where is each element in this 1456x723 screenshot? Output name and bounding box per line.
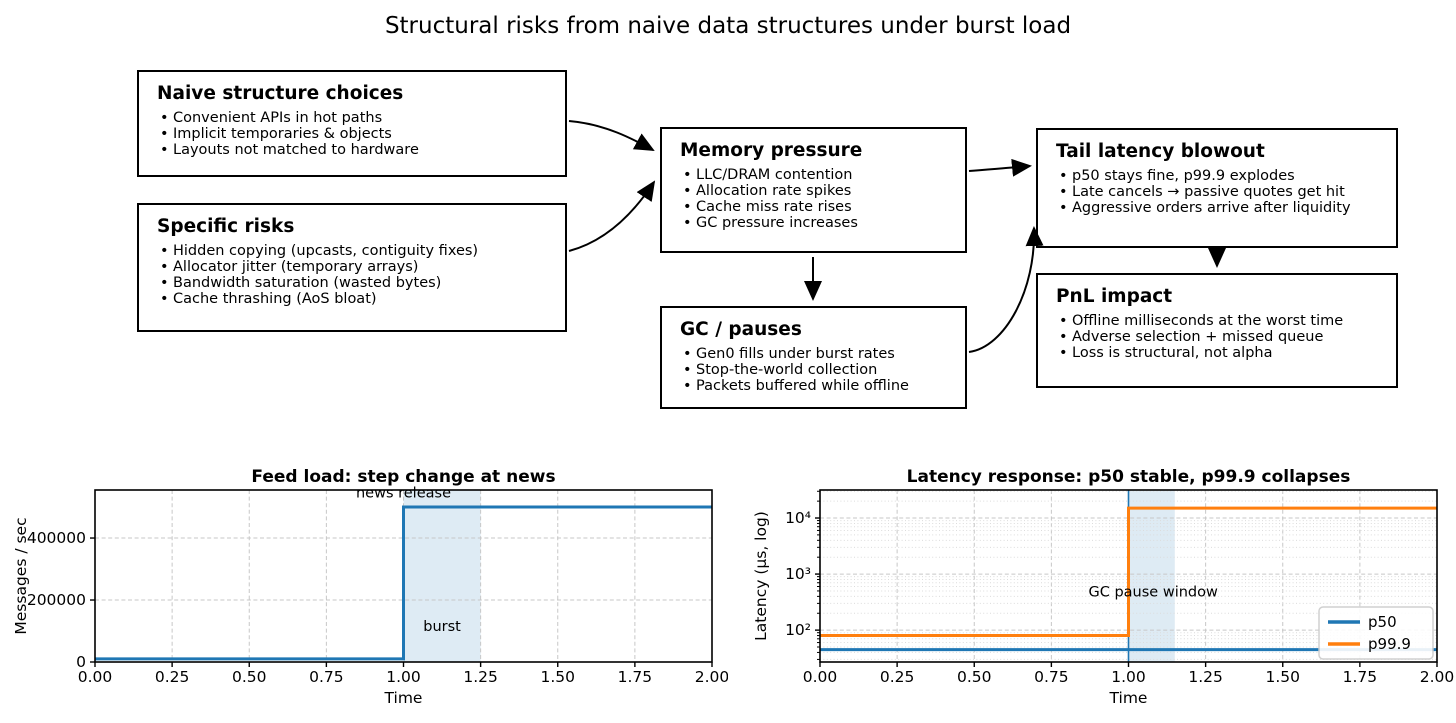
shaded-band <box>1128 490 1175 662</box>
svg-text:1.75: 1.75 <box>618 668 653 686</box>
y-axis-label: Messages / sec <box>12 517 30 634</box>
bullet-item: Stop-the-world collection <box>680 362 947 379</box>
svg-text:2.00: 2.00 <box>695 668 728 686</box>
svg-text:1.50: 1.50 <box>540 668 575 686</box>
svg-text:200000: 200000 <box>27 591 86 609</box>
bullet-item: LLC/DRAM contention <box>680 167 947 184</box>
bullet-list: LLC/DRAM contention Allocation rate spik… <box>680 167 947 232</box>
svg-text:0.25: 0.25 <box>880 668 915 686</box>
svg-text:10²: 10² <box>785 621 811 639</box>
flow-box-specific-risks: Specific risks Hidden copying (upcasts, … <box>137 203 567 332</box>
svg-text:2.00: 2.00 <box>1420 668 1455 686</box>
flow-box-memory-pressure: Memory pressure LLC/DRAM contention Allo… <box>660 127 967 253</box>
bullet-list: Gen0 fills under burst rates Stop-the-wo… <box>680 346 947 395</box>
svg-text:1.75: 1.75 <box>1343 668 1378 686</box>
bullet-item: Packets buffered while offline <box>680 378 947 395</box>
bullet-item: Late cancels → passive quotes get hit <box>1056 184 1378 201</box>
bullet-item: Allocator jitter (temporary arrays) <box>157 259 547 276</box>
chart-title: Latency response: p50 stable, p99.9 coll… <box>907 467 1351 487</box>
arrow-specific-to-memory <box>568 180 656 252</box>
bullet-item: p50 stays fine, p99.9 explodes <box>1056 168 1378 185</box>
bullet-item: Hidden copying (upcasts, contiguity fixe… <box>157 243 547 260</box>
feed-load-chart: news release burst 0.00 0.25 0.50 0.75 1.00 1.2… <box>12 467 728 707</box>
box-title: Specific risks <box>157 216 295 237</box>
svg-text:1.50: 1.50 <box>1265 668 1300 686</box>
bullet-item: Cache miss rate rises <box>680 199 947 216</box>
box-title: Memory pressure <box>680 140 863 161</box>
arrow-memory-to-tail <box>968 158 1032 177</box>
flow-box-gc-pauses: GC / pauses Gen0 fills under burst rates… <box>660 306 967 409</box>
svg-text:1.00: 1.00 <box>1111 668 1146 686</box>
bullet-item: Implicit temporaries & objects <box>157 126 547 143</box>
bullet-list: Offline milliseconds at the worst time A… <box>1056 313 1378 362</box>
svg-text:400000: 400000 <box>27 529 86 547</box>
bullet-item: Adverse selection + missed queue <box>1056 329 1378 346</box>
box-title: GC / pauses <box>680 319 802 340</box>
bullet-list: Hidden copying (upcasts, contiguity fixe… <box>157 243 547 308</box>
legend-box <box>1318 606 1434 660</box>
svg-text:1.00: 1.00 <box>386 668 421 686</box>
svg-text:0.75: 0.75 <box>309 668 344 686</box>
svg-text:0.50: 0.50 <box>232 668 267 686</box>
svg-text:0.00: 0.00 <box>78 668 113 686</box>
bullet-item: Layouts not matched to hardware <box>157 142 547 159</box>
bullet-item: Convenient APIs in hot paths <box>157 110 547 127</box>
arrow-gc-to-tail <box>968 226 1044 353</box>
svg-text:0: 0 <box>76 653 86 671</box>
chart-title: Feed load: step change at news <box>251 467 555 487</box>
annotation: news release <box>356 486 451 502</box>
y-axis-label: Latency (μs, log) <box>752 511 770 641</box>
svg-text:0.50: 0.50 <box>957 668 992 686</box>
bullet-item: Gen0 fills under burst rates <box>680 346 947 363</box>
box-title: PnL impact <box>1056 286 1173 307</box>
bullet-list: Convenient APIs in hot paths Implicit te… <box>157 110 547 159</box>
box-title: Naive structure choices <box>157 83 404 104</box>
legend-label: p99.9 <box>1368 635 1411 653</box>
svg-text:0.25: 0.25 <box>155 668 190 686</box>
latency-chart: GC pause window 0.00 0.25 0.50 0.75 1.00 1.25 1… <box>752 467 1455 707</box>
bullet-item: Aggressive orders arrive after liquidity <box>1056 200 1378 217</box>
flow-box-pnl-impact: PnL impact Offline milliseconds at the w… <box>1036 273 1398 388</box>
page-title: Structural risks from naive data structu… <box>384 13 1072 39</box>
svg-text:0.00: 0.00 <box>803 668 838 686</box>
bullet-list: p50 stays fine, p99.9 explodes Late canc… <box>1056 168 1378 217</box>
arrow-naive-to-memory <box>568 120 655 151</box>
series-messages_per_sec <box>95 505 712 661</box>
bullet-item: Loss is structural, not alpha <box>1056 345 1378 362</box>
bullet-item: Offline milliseconds at the worst time <box>1056 313 1378 330</box>
svg-text:10³: 10³ <box>785 565 811 583</box>
x-axis-label: Time <box>384 689 423 707</box>
svg-text:1.25: 1.25 <box>1188 668 1223 686</box>
annotation: burst <box>423 619 461 635</box>
bullet-item: Allocation rate spikes <box>680 183 947 200</box>
x-axis-label: Time <box>1109 689 1148 707</box>
legend-label: p50 <box>1368 613 1397 631</box>
bullet-item: GC pressure increases <box>680 215 947 232</box>
annotation: GC pause window <box>1089 584 1218 600</box>
bullet-item: Cache thrashing (AoS bloat) <box>157 291 547 308</box>
series-p99.9 <box>820 506 1437 638</box>
shaded-band <box>403 490 481 662</box>
bullet-item: Bandwidth saturation (wasted bytes) <box>157 275 547 292</box>
svg-text:10⁴: 10⁴ <box>785 509 811 527</box>
svg-text:0.75: 0.75 <box>1034 668 1069 686</box>
flow-box-naive-structure-choices: Naive structure choices Convenient APIs … <box>137 70 567 177</box>
box-title: Tail latency blowout <box>1056 141 1265 162</box>
svg-text:1.25: 1.25 <box>463 668 498 686</box>
flow-box-tail-latency-blowout: Tail latency blowout p50 stays fine, p99… <box>1036 128 1398 248</box>
